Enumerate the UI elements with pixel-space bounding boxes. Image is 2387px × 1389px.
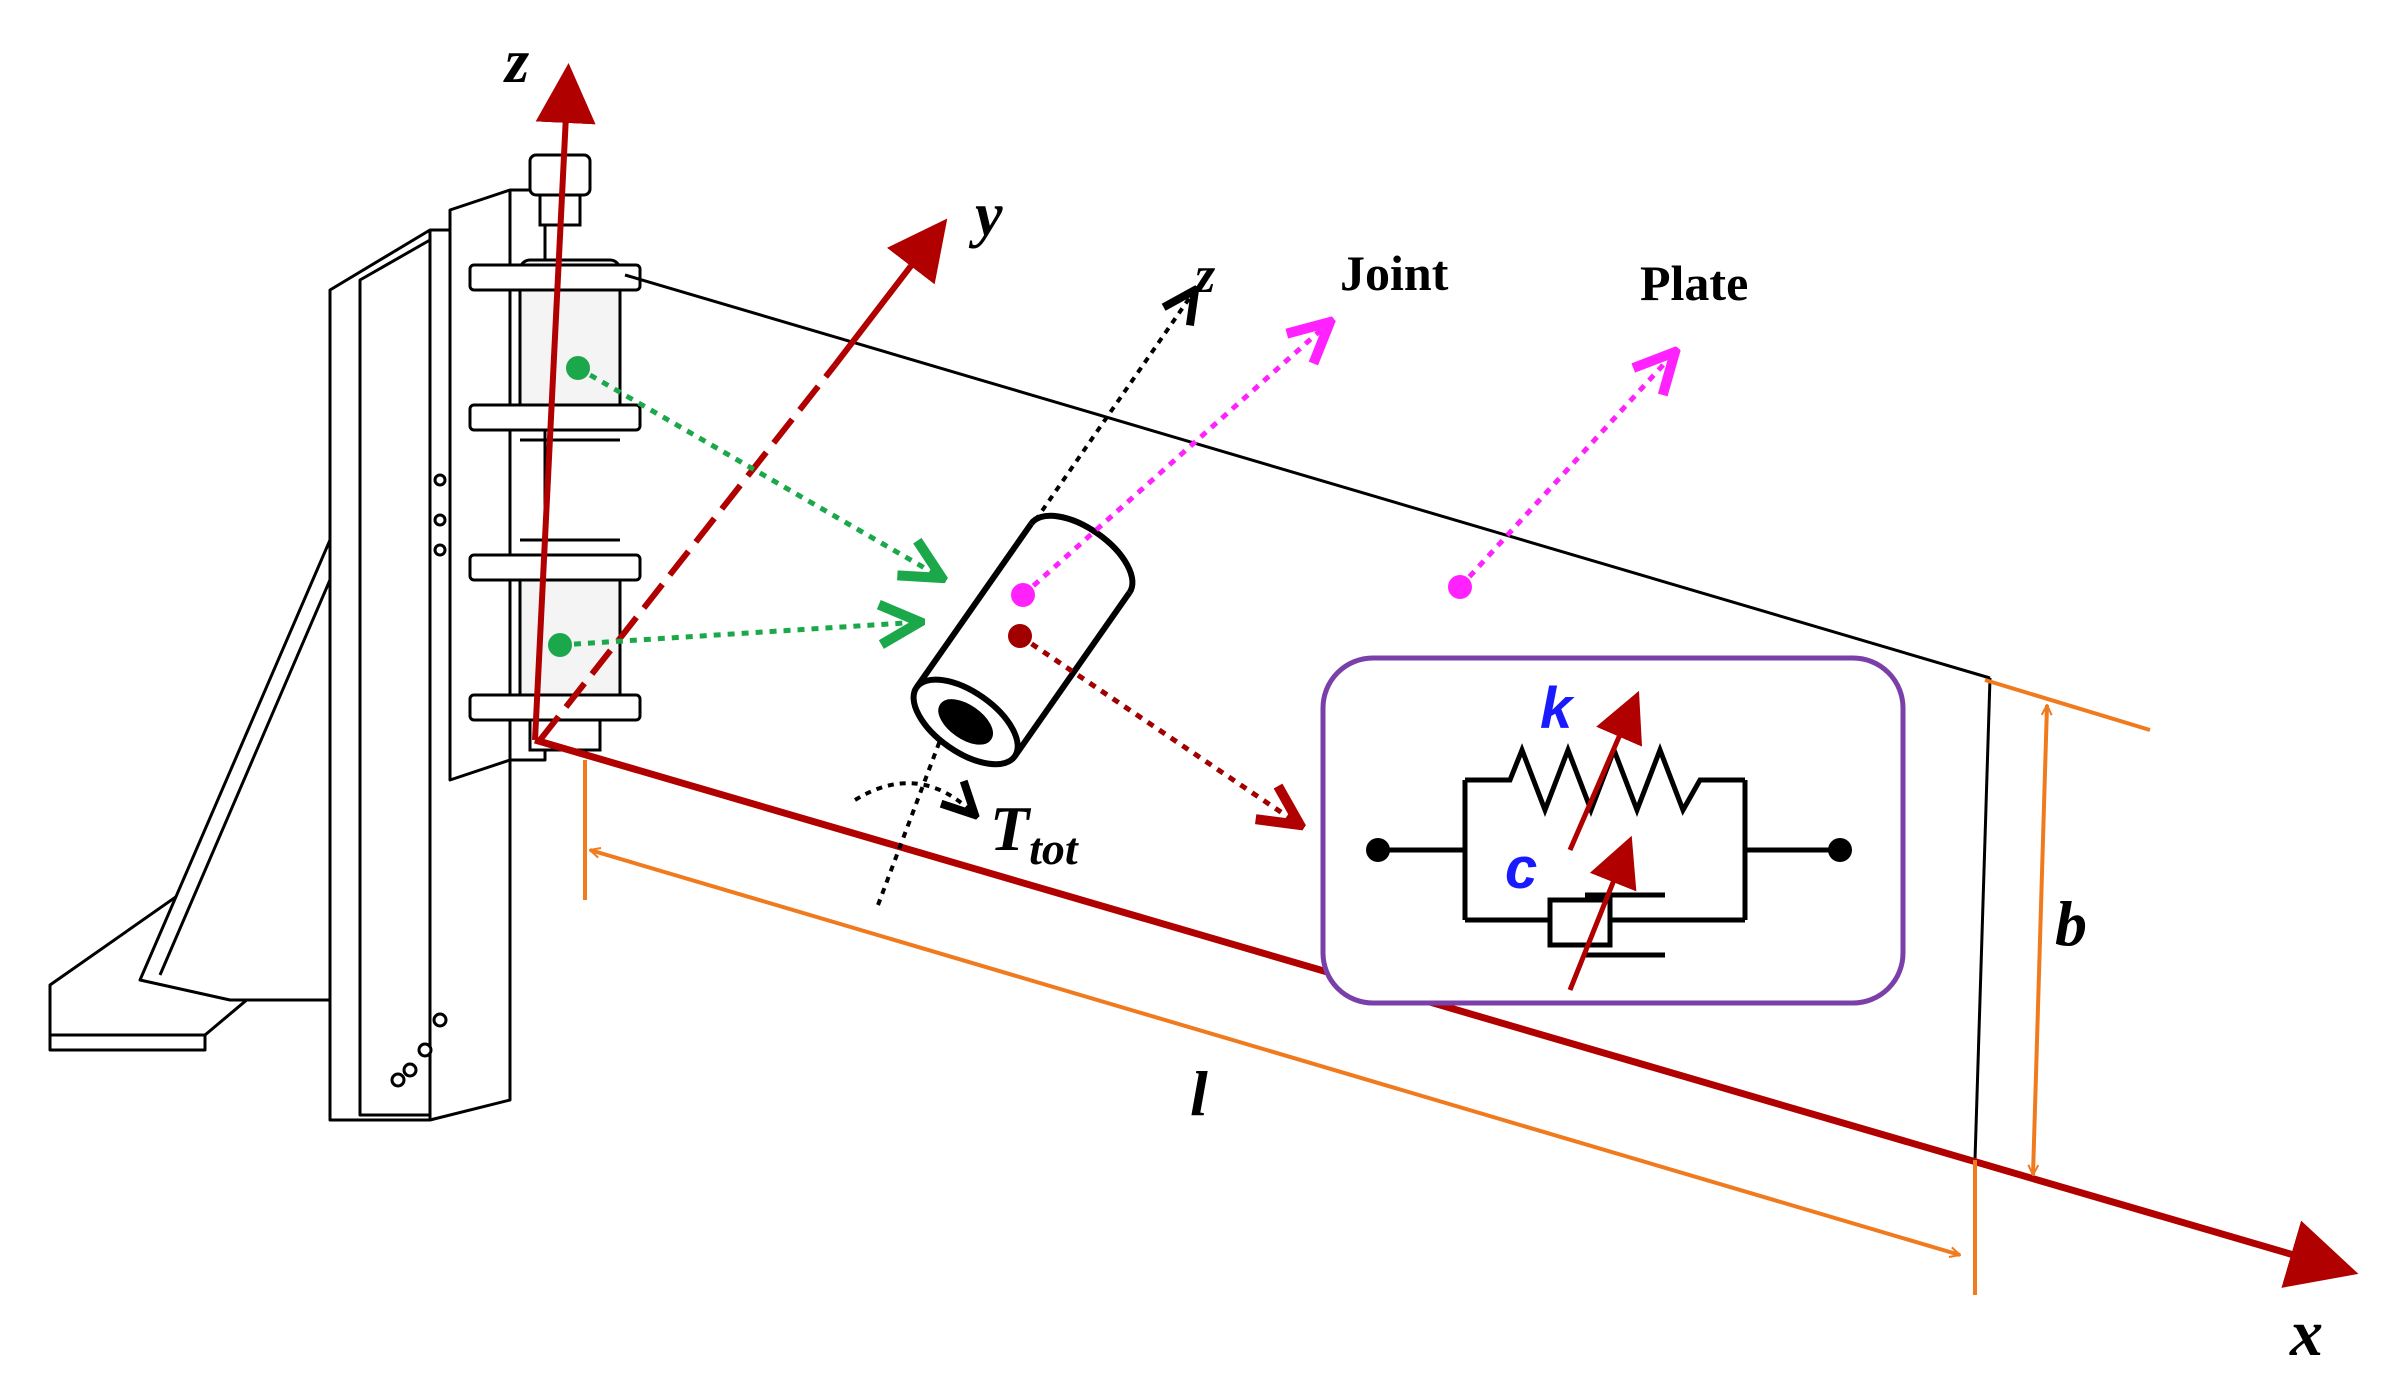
torque-arc [853, 783, 975, 815]
hinge-dot-lower [548, 633, 572, 657]
local-z-label: z [1193, 247, 1216, 304]
spring-damper-model [1320, 655, 1906, 1006]
length-dimension [583, 760, 1977, 1295]
global-y-label: y [968, 181, 1003, 249]
spring-damper-arrow [1008, 624, 1300, 825]
joint-label: Joint [1340, 245, 1449, 301]
width-dimension [1984, 678, 2151, 1175]
damping-label: c [1505, 836, 1537, 901]
stiffness-label: k [1540, 676, 1575, 741]
global-z-axis [532, 63, 596, 741]
joint-arrow [1011, 322, 1330, 607]
hinge-dot-upper [566, 356, 590, 380]
stand-base [48, 188, 547, 1122]
global-y-axis-dashed [537, 363, 838, 742]
length-label: l [1190, 1058, 1208, 1129]
plate-arrow [1448, 352, 1675, 599]
torque-label: Ttot [990, 793, 1079, 874]
global-x-label: x [2289, 1297, 2323, 1370]
hinge-arrows [559, 365, 942, 645]
global-z-label: z [503, 28, 529, 96]
plate-label: Plate [1640, 255, 1748, 311]
global-y-axis [832, 218, 948, 367]
width-label: b [2055, 888, 2087, 959]
